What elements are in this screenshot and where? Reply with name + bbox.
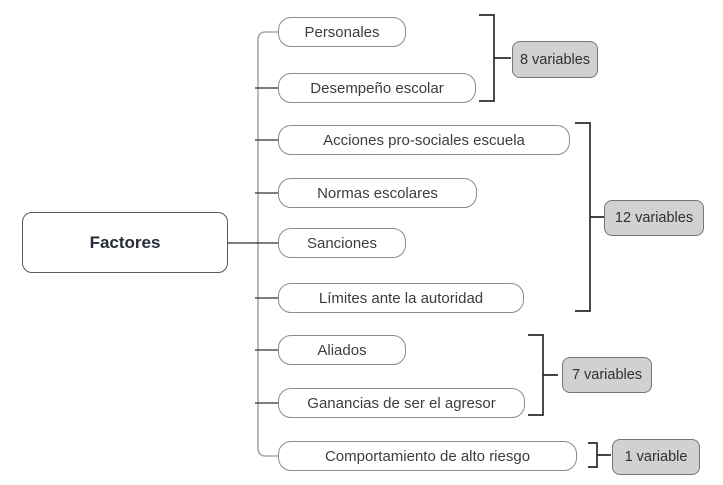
branch-label: Acciones pro-sociales escuela bbox=[323, 131, 525, 149]
branch-box-normas-escolares: Normas escolares bbox=[278, 178, 477, 208]
branch-box-limites-ante-la-autoridad: Límites ante la autoridad bbox=[278, 283, 524, 313]
group-bracket-12-variables bbox=[575, 122, 604, 312]
root-box-factores: Factores bbox=[22, 212, 228, 273]
branch-box-ganancias-de-ser-el-agresor: Ganancias de ser el agresor bbox=[278, 388, 525, 418]
branch-box-comportamiento-de-alto-riesgo: Comportamiento de alto riesgo bbox=[278, 441, 577, 471]
badge-label: 7 variables bbox=[571, 367, 643, 383]
trunk-line bbox=[257, 31, 278, 457]
branch-box-sanciones: Sanciones bbox=[278, 228, 406, 258]
branch-box-acciones-pro-sociales-escuela: Acciones pro-sociales escuela bbox=[278, 125, 570, 155]
variables-badge-1: 1 variable bbox=[612, 439, 700, 475]
branch-label: Personales bbox=[304, 23, 380, 41]
group-bracket-1-variable bbox=[588, 442, 611, 468]
branch-label: Límites ante la autoridad bbox=[318, 289, 484, 307]
branch-label: Desempeño escolar bbox=[310, 79, 444, 97]
badge-label: 1 variable bbox=[624, 449, 688, 465]
variables-badge-12: 12 variables bbox=[604, 200, 704, 236]
branch-box-desempeno-escolar: Desempeño escolar bbox=[278, 73, 476, 103]
badge-label: 8 variables bbox=[519, 51, 591, 68]
branch-label: Normas escolares bbox=[317, 184, 438, 202]
variables-badge-8: 8 variables bbox=[512, 41, 598, 78]
root-label: Factores bbox=[89, 232, 161, 252]
branch-label: Sanciones bbox=[306, 234, 378, 252]
badge-label: 12 variables bbox=[614, 210, 694, 226]
branch-label: Aliados bbox=[317, 341, 367, 359]
branch-box-personales: Personales bbox=[278, 17, 406, 47]
variables-badge-7: 7 variables bbox=[562, 357, 652, 393]
branch-box-aliados: Aliados bbox=[278, 335, 406, 365]
group-bracket-8-variables bbox=[479, 14, 511, 102]
branch-label: Comportamiento de alto riesgo bbox=[324, 447, 531, 465]
group-bracket-7-variables bbox=[528, 334, 558, 416]
branch-label: Ganancias de ser el agresor bbox=[307, 394, 496, 412]
branch-stub-lines bbox=[255, 87, 278, 404]
